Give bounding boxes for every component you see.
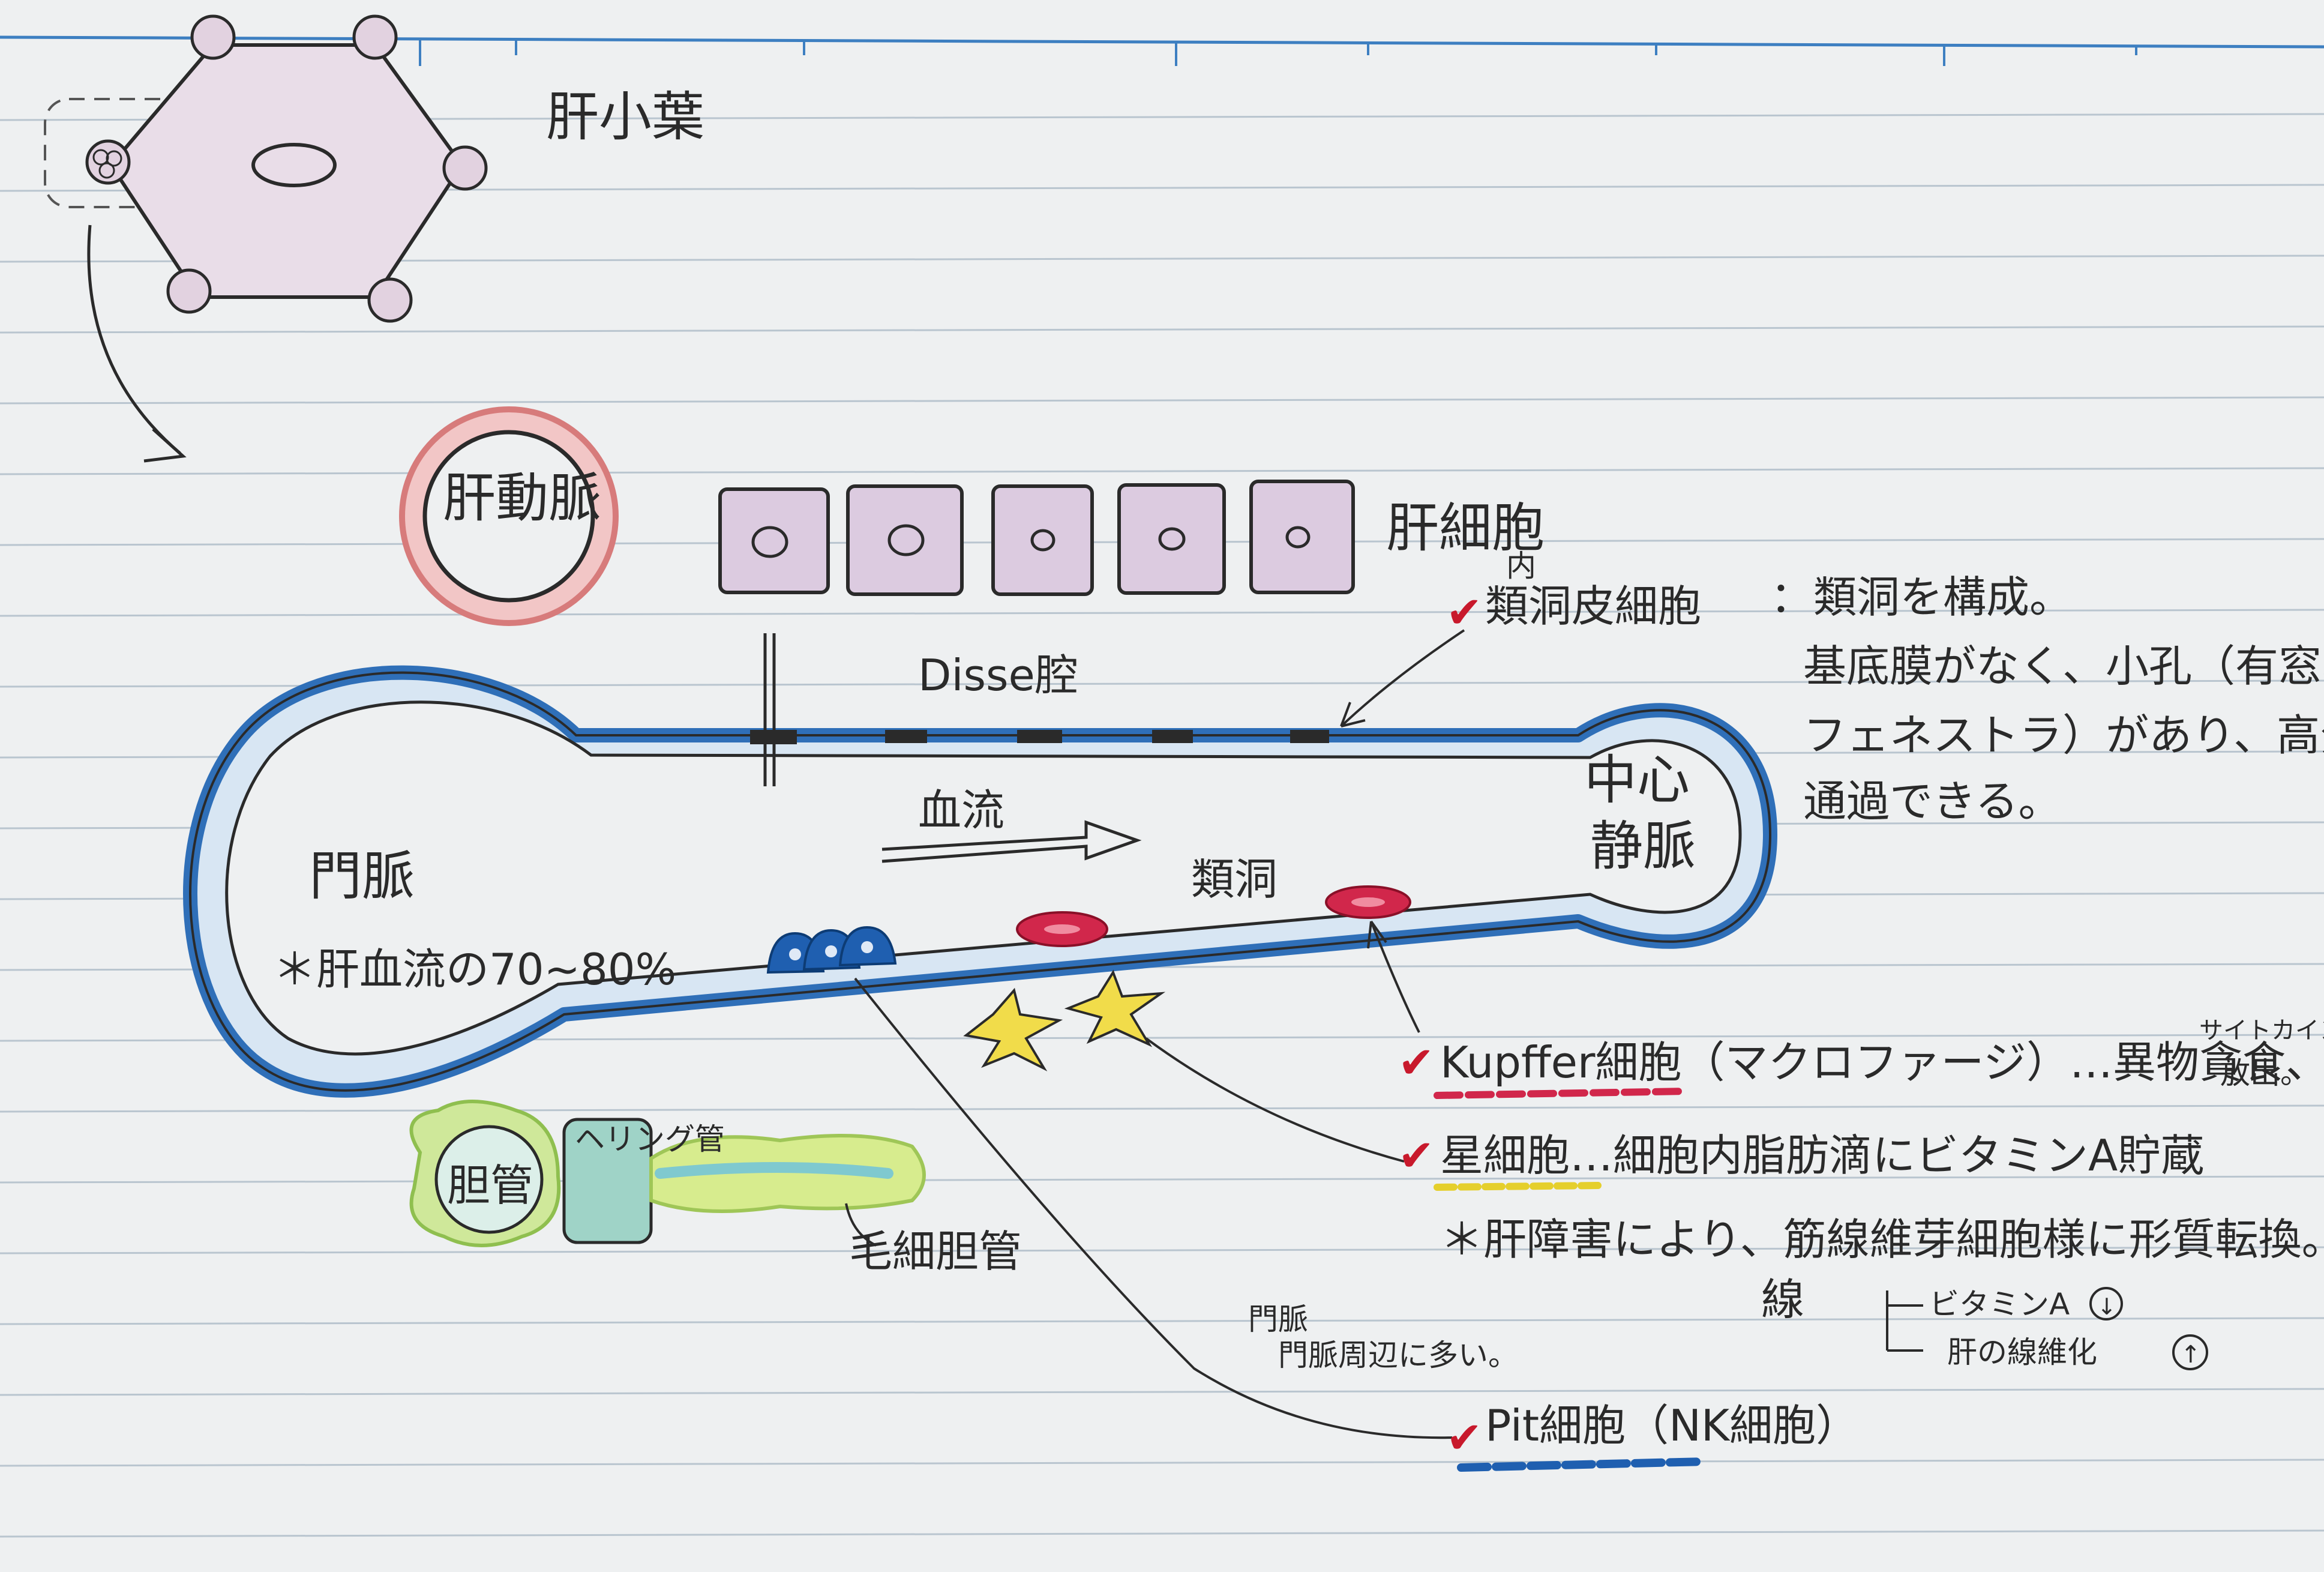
stellate-result-bracket — [1886, 1290, 1923, 1352]
zoom-arrow — [87, 224, 181, 454]
label-bile-duct: 胆管 — [447, 1160, 533, 1211]
endothelial-title: 類洞皮細胞 — [1485, 581, 1701, 631]
label-central-vein-line1: 中心 — [1584, 749, 1690, 811]
label-portal-periphery-line1: 門脈 — [1248, 1302, 1308, 1337]
kupffer-cell — [1016, 911, 1108, 947]
pit-note: Pit細胞（NK細胞） — [1485, 1400, 1859, 1451]
label-disse-space: Disse腔 — [918, 650, 1078, 700]
hepatocyte — [991, 484, 1094, 596]
stellate-hand-char: 線 — [1761, 1274, 1804, 1325]
stellate-note: 星細胞…細胞内脂肪滴にビタミンA貯蔵 — [1440, 1130, 2204, 1181]
disse-double-arrow — [763, 633, 776, 786]
label-portal-periphery-note: 門脈周辺に多い。 — [1278, 1338, 1518, 1373]
label-portal-vein: 門脈 — [309, 845, 415, 907]
hepatocyte-row — [718, 480, 1355, 596]
kupffer-cell — [1325, 885, 1411, 919]
kupffer-pointer — [1370, 921, 1420, 1033]
pit-underline — [1457, 1457, 1708, 1472]
stellate-transform-note: ＊肝障害により、筋線維芽細胞様に形質転換。 — [1440, 1214, 2324, 1265]
bile-duct-group — [409, 1100, 926, 1247]
hepatocyte — [1249, 480, 1355, 594]
label-hepatocyte: 肝細胞 — [1386, 497, 1545, 559]
stellate-result-vitamin-a-symbol: ↓ — [2097, 1293, 2116, 1320]
check-kupffer: ✔ — [1398, 1037, 1434, 1088]
check-pit: ✔ — [1446, 1412, 1482, 1463]
label-portal-vein-note: ＊肝血流の70~80% — [273, 944, 676, 995]
hepatocyte — [1117, 483, 1226, 595]
stellate-underline — [1434, 1182, 1603, 1191]
check-endothelial: ✔ — [1446, 587, 1482, 637]
label-blood-flow: 血流 — [918, 785, 1004, 836]
stellate-result-vitamin-a: ビタミンA — [1929, 1287, 2070, 1322]
endothelial-line3: フェネストラ）があり、高分子が — [1803, 710, 2324, 760]
central-vein-mini — [251, 143, 337, 187]
hepatocyte — [718, 487, 830, 594]
top-rule-ticks — [215, 39, 2137, 66]
label-bile-canaliculus: 毛細胆管 — [849, 1226, 1022, 1277]
endothelial-line4: 通過できる。 — [1803, 776, 2062, 827]
stellate-cell — [963, 987, 1063, 1071]
pit-cell-cluster — [766, 926, 897, 974]
sinusoid-vessel — [183, 665, 1777, 1098]
label-central-vein-line2: 静脈 — [1590, 815, 1696, 877]
kupffer-note: Kupffer細胞（マクロファージ）…異物貪食、 — [1440, 1037, 2324, 1088]
stellate-pointer — [1145, 1037, 1405, 1163]
hepatocyte — [846, 484, 964, 596]
stellate-result-fibrosis: 肝の線維化 — [1947, 1335, 2097, 1370]
stellate-result-fibrosis-symbol: ↑ — [2181, 1341, 2201, 1369]
label-sinusoid: 類洞 — [1191, 854, 1278, 905]
stellate-cell — [1064, 969, 1166, 1047]
label-hering-canal: ヘリング管 — [575, 1122, 725, 1157]
hepatic-artery — [399, 406, 619, 626]
label-hepatic-artery: 肝動脈 — [443, 467, 601, 529]
endothelial-line2: 基底膜がなく、小孔（有窓、 — [1803, 641, 2324, 691]
kupffer-side-bottom: 放出。 — [2220, 1056, 2310, 1091]
check-stellate: ✔ — [1398, 1130, 1434, 1181]
pit-pointer — [854, 977, 1453, 1439]
endothelial-line1: ：類洞を構成。 — [1770, 572, 2073, 622]
label-lobule: 肝小葉 — [546, 86, 704, 148]
blood-flow-arrow — [881, 820, 1142, 863]
kupffer-side-top: サイトカイン — [2199, 1017, 2324, 1044]
hepatic-lobule-icon — [44, 14, 488, 323]
endothelial-junctions — [750, 730, 1329, 744]
endothelial-superscript: 内 — [1506, 549, 1536, 583]
kupffer-underline — [1434, 1088, 1690, 1099]
endothelial-pointer — [1340, 629, 1465, 727]
